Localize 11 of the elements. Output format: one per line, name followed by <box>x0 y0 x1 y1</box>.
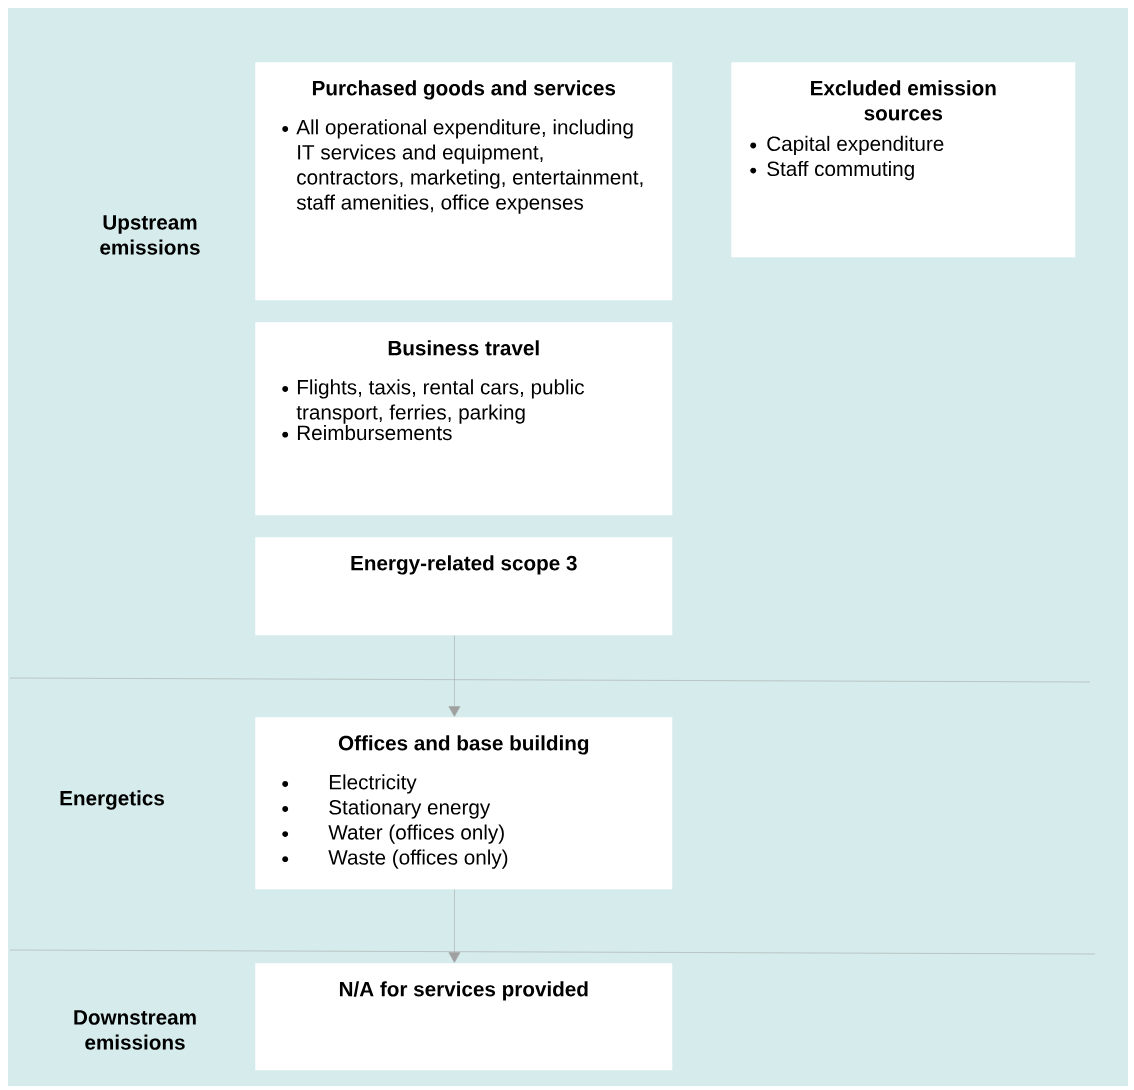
text-box: Energy-related scope 3 <box>255 537 673 636</box>
row-label: Upstream emissions <box>100 215 200 255</box>
text-box: Offices and base building Electricity Stationary energy Water (offices only) Waste (offices only) <box>255 717 673 890</box>
arrow <box>448 889 461 963</box>
text-box: N/A for services provided <box>255 963 673 1071</box>
text-box: Business travel Flights, taxis, rental cars, public transport, ferries, parking Reimbursements <box>255 322 673 516</box>
row-label: Downstream emissions <box>74 1010 196 1050</box>
arrow <box>448 635 461 717</box>
text-box: Excluded emission sources Capital expenditure Staff commuting <box>731 62 1076 258</box>
row-label: Energetics <box>60 790 164 810</box>
text-box: Purchased goods and services All operational expenditure, including IT services and equipment, contractors, marketing, entertainment, staff amenities, office expenses <box>255 62 673 301</box>
